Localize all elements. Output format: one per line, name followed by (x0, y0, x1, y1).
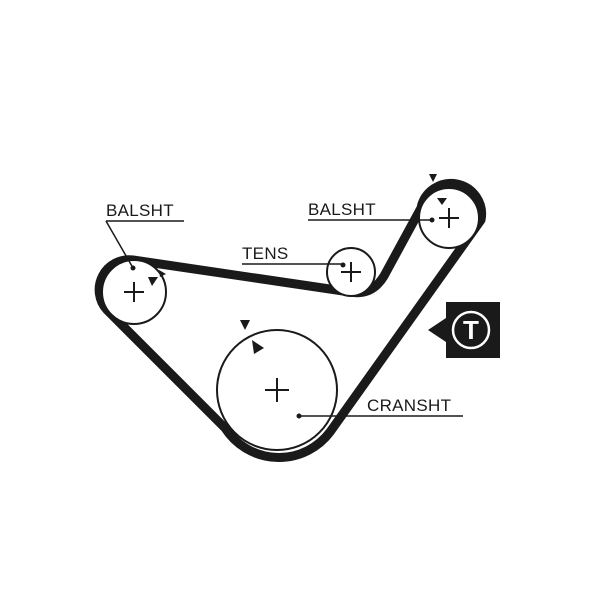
left-balance-shaft-pulley (101, 259, 167, 325)
leader-balsht-left (105, 220, 184, 269)
label-balsht-right: BALSHT (308, 200, 376, 219)
tensioner-badge-icon: T (428, 302, 500, 358)
tensioner-pulley (326, 247, 376, 297)
label-tens: TENS (242, 244, 289, 263)
rotation-marker-small-icon (159, 270, 166, 277)
leader-dot (429, 217, 435, 223)
leader-dot (296, 413, 302, 419)
leader-dot (340, 262, 346, 268)
label-balsht-left: BALSHT (106, 201, 174, 220)
rotation-marker-small-icon (437, 198, 447, 205)
leader-dot (130, 265, 136, 271)
pulley-center-icon (265, 378, 289, 402)
tensioner-badge-letter: T (463, 315, 479, 345)
pulley-center-icon (124, 282, 144, 302)
pulley-center-icon (439, 208, 459, 228)
rotation-marker-icon (240, 320, 250, 330)
rotation-marker-icon (429, 174, 437, 182)
rotation-marker-small-icon (252, 340, 264, 354)
label-cranksht: CRANSHT (367, 396, 451, 415)
rotation-marker-icon (148, 277, 158, 286)
crankshaft-pulley (216, 320, 338, 451)
pulley-center-icon (341, 262, 361, 282)
right-balance-shaft-pulley (418, 174, 480, 249)
